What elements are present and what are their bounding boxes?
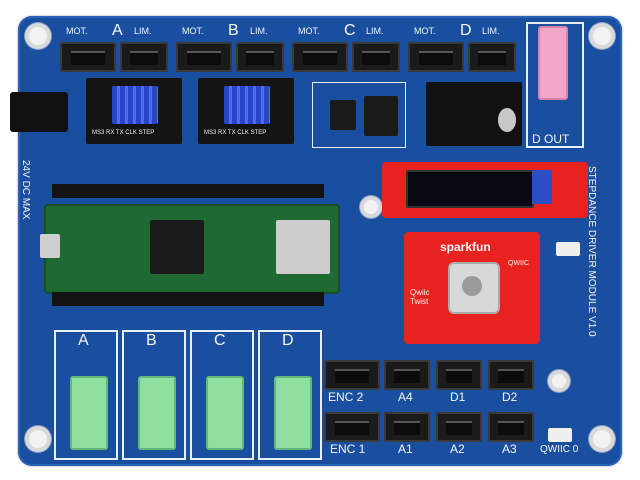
mounting-hole-bottom-left (29, 430, 47, 448)
mot-label: MOT. (414, 26, 436, 36)
pin-header-bottom (52, 292, 324, 306)
lim-label: LIM. (250, 26, 268, 36)
mounting-hole-mid-left (364, 200, 378, 214)
oled-ribbon (532, 170, 552, 204)
audio-channel-d: D (258, 330, 322, 462)
motor-letter: A (112, 22, 123, 39)
oled-screen (406, 170, 534, 208)
label-d1: D1 (450, 390, 466, 404)
channel-letter: D (282, 332, 294, 349)
qwiic-twist-label: Qwiic Twist (410, 288, 430, 306)
qwiic-tag: QWIIC (508, 260, 529, 267)
connector-a2[interactable] (436, 412, 482, 442)
label-a3: A3 (502, 442, 517, 456)
ic-chip (364, 96, 398, 136)
mot-label: MOT. (298, 26, 320, 36)
motor-letter: D (460, 22, 472, 39)
mounting-hole-bottom-right (593, 430, 611, 448)
stepper-driver-2: MS3 RX TX CLK STEP (198, 78, 294, 144)
pin-header-top (52, 184, 324, 198)
qwiic-0-label: QWIIC 0 (540, 444, 579, 455)
motor-connector[interactable] (292, 42, 348, 72)
lim-label: LIM. (366, 26, 384, 36)
usb-port[interactable] (40, 234, 60, 258)
audio-channel-b: B (122, 330, 186, 462)
audio-jack[interactable] (70, 376, 108, 450)
motor-connector[interactable] (176, 42, 232, 72)
channel-outline (54, 330, 118, 460)
driver-silk-text: MS3 RX TX CLK STEP (204, 130, 267, 136)
qwiic-connector-0[interactable] (548, 428, 572, 442)
label-enc2: ENC 2 (328, 390, 364, 404)
capacitor (498, 108, 516, 132)
connector-a4[interactable] (384, 360, 430, 390)
ic-chip (330, 100, 356, 130)
d-out-box (526, 22, 584, 148)
connector-enc1[interactable] (324, 412, 380, 442)
label-enc1: ENC 1 (330, 442, 366, 456)
channel-outline (190, 330, 254, 460)
audio-channel-c: C (190, 330, 254, 462)
mounting-hole-mid-right (552, 374, 566, 388)
channel-letter: A (78, 332, 89, 349)
stepper-driver-1: MS3 RX TX CLK STEP (86, 78, 182, 144)
teensy-microcontroller (40, 204, 340, 294)
label-a4: A4 (398, 390, 413, 404)
motor-header-group-b: MOT. B LIM. (174, 22, 286, 72)
d-out-label: D OUT (532, 132, 570, 146)
audio-jack[interactable] (138, 376, 176, 450)
pcb-board: MOT. A LIM. MOT. B LIM. MOT. C LIM. MOT.… (10, 16, 622, 466)
heatsink (224, 86, 270, 124)
channel-outline (122, 330, 186, 460)
channel-outline (258, 330, 322, 460)
limit-connector[interactable] (352, 42, 400, 72)
motor-connector[interactable] (60, 42, 116, 72)
connector-a3[interactable] (488, 412, 534, 442)
sparkfun-qwiic-twist: sparkfun Qwiic Twist QWIIC (404, 232, 540, 344)
mot-label: MOT. (182, 26, 204, 36)
channel-letter: B (146, 332, 157, 349)
audio-jack[interactable] (274, 376, 312, 450)
audio-jack[interactable] (206, 376, 244, 450)
motor-header-group-d: MOT. D LIM. (406, 22, 518, 72)
rotary-encoder-knob[interactable] (448, 262, 500, 314)
mot-label: MOT. (66, 26, 88, 36)
limit-connector[interactable] (236, 42, 284, 72)
board-title: STEPDANCE DRIVER MODULE V1.0 (586, 166, 597, 337)
lim-label: LIM. (134, 26, 152, 36)
mounting-hole-top-right (593, 27, 611, 45)
sd-card-slot[interactable] (276, 220, 330, 274)
audio-channel-a: A (54, 330, 118, 462)
label-a2: A2 (450, 442, 465, 456)
d-out-jack[interactable] (538, 26, 568, 100)
encoder-shaft-icon (462, 276, 482, 296)
qwiic-connector-top[interactable] (556, 242, 580, 256)
limit-connector[interactable] (120, 42, 168, 72)
motor-header-group-a: MOT. A LIM. (58, 22, 170, 72)
label-d2: D2 (502, 390, 518, 404)
dc-barrel-jack[interactable] (10, 92, 68, 132)
driver-silk-text: MS3 RX TX CLK STEP (92, 130, 155, 136)
sparkfun-brand: sparkfun (440, 240, 491, 254)
ic-outline (312, 82, 406, 148)
motor-letter: B (228, 22, 239, 39)
connector-a1[interactable] (384, 412, 430, 442)
power-label: 24V DC MAX (20, 160, 31, 220)
channel-letter: C (214, 332, 226, 349)
motor-connector[interactable] (408, 42, 464, 72)
limit-connector[interactable] (468, 42, 516, 72)
heatsink (112, 86, 158, 124)
label-a1: A1 (398, 442, 413, 456)
connector-d1[interactable] (436, 360, 482, 390)
connector-enc2[interactable] (324, 360, 380, 390)
oled-display-module (382, 162, 588, 218)
mcu-chip (150, 220, 204, 274)
motor-header-group-c: MOT. C LIM. (290, 22, 402, 72)
motor-letter: C (344, 22, 356, 39)
connector-d2[interactable] (488, 360, 534, 390)
mounting-hole-top-left (29, 27, 47, 45)
lim-label: LIM. (482, 26, 500, 36)
